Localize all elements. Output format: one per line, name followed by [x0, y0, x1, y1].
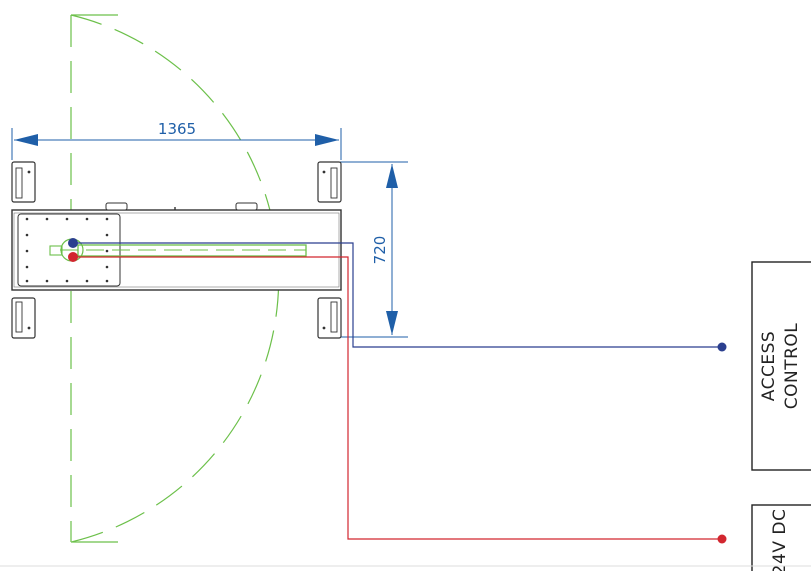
- bracket-bottom-right: [317, 297, 342, 339]
- power-terminal-end: [717, 534, 727, 544]
- width-arrow-right: [315, 134, 339, 146]
- depth-dimension: 720: [340, 161, 408, 338]
- width-arrow-left: [14, 134, 38, 146]
- wiring: [68, 238, 727, 544]
- power-supply-box: 24V DC: [751, 504, 811, 571]
- bracket-top-right: [317, 161, 342, 203]
- access-control-label-line1: ACCESS: [759, 331, 779, 401]
- housing-top-ridge-left: [105, 202, 128, 211]
- access-control-label-line2: CONTROL: [782, 323, 802, 410]
- depth-arrow-top: [386, 164, 398, 188]
- bracket-top-left: [11, 161, 36, 203]
- arm-end-block: [49, 245, 63, 256]
- signal-terminal-end: [717, 342, 727, 352]
- mounting-brackets: [11, 161, 342, 339]
- housing-inner-line: [13, 212, 340, 288]
- power-supply-label: 24V DC: [770, 509, 790, 571]
- power-terminal-start: [68, 252, 78, 262]
- signal-terminal-start: [68, 238, 78, 248]
- depth-dimension-label: 720: [371, 236, 389, 265]
- width-dimension: 1365: [11, 120, 342, 160]
- width-dimension-label: 1365: [158, 120, 196, 138]
- cover-plate-screws: [25, 217, 109, 283]
- access-control-box: ACCESS CONTROL: [751, 261, 811, 471]
- power-wire: [73, 256, 722, 540]
- housing-top-ridge-right: [235, 202, 258, 211]
- depth-arrow-bottom: [386, 311, 398, 335]
- signal-wire: [73, 242, 722, 348]
- door-swing: [70, 14, 280, 543]
- operator-unit: [11, 202, 342, 291]
- swing-arc: [70, 14, 280, 543]
- bracket-bottom-left: [11, 297, 36, 339]
